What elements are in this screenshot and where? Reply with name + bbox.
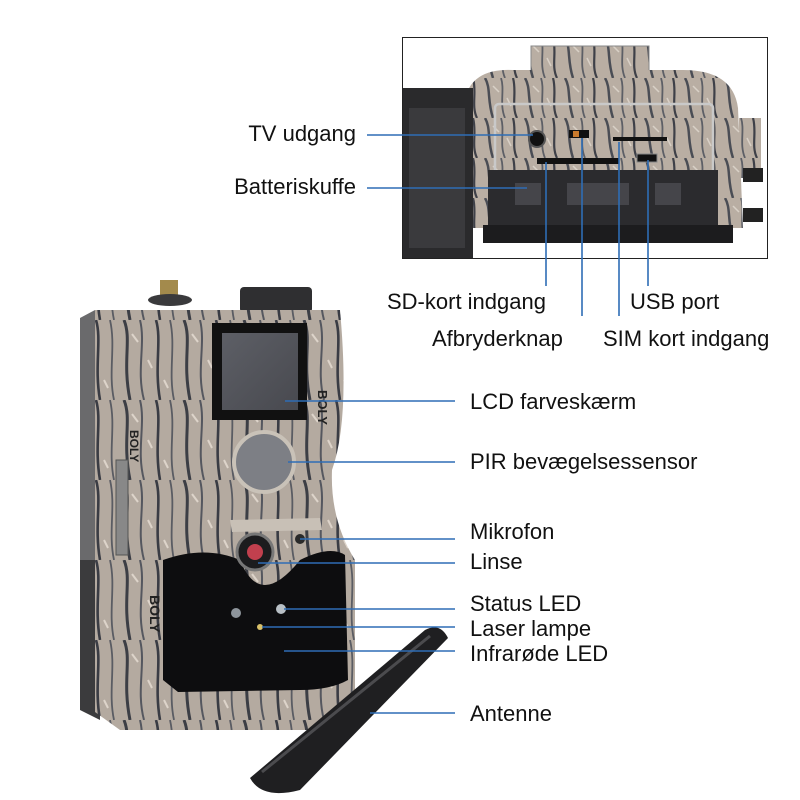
svg-text:BOLY: BOLY (315, 390, 330, 425)
label-battery-tray: Batteriskuffe (234, 174, 356, 199)
antenna-connector-icon (160, 280, 178, 298)
svg-text:BOLY: BOLY (127, 430, 141, 462)
label-antenna: Antenne (470, 701, 552, 726)
label-power-switch: Afbryderknap (432, 326, 563, 351)
laser-lamp (257, 624, 263, 630)
pir-sensor (232, 430, 296, 494)
svg-text:BOLY: BOLY (147, 595, 163, 633)
label-pir: PIR bevægelsessensor (470, 449, 698, 474)
label-sd-slot: SD-kort indgang (387, 289, 546, 314)
label-lens: Linse (470, 549, 523, 574)
label-sim-slot: SIM kort indgang (603, 326, 770, 351)
label-usb-port: USB port (630, 289, 720, 314)
label-status-led: Status LED (470, 591, 582, 616)
label-microphone: Mikrofon (470, 519, 555, 544)
ir-led-panel (163, 551, 348, 692)
status-led (276, 604, 286, 614)
label-ir-led: Infrarøde LED (470, 641, 609, 666)
callout-lines (258, 134, 649, 714)
label-tv-out: TV udgang (248, 121, 356, 146)
antenna (250, 627, 448, 794)
label-lcd: LCD farveskærm (470, 389, 637, 414)
label-laser: Laser lampe (470, 616, 592, 641)
